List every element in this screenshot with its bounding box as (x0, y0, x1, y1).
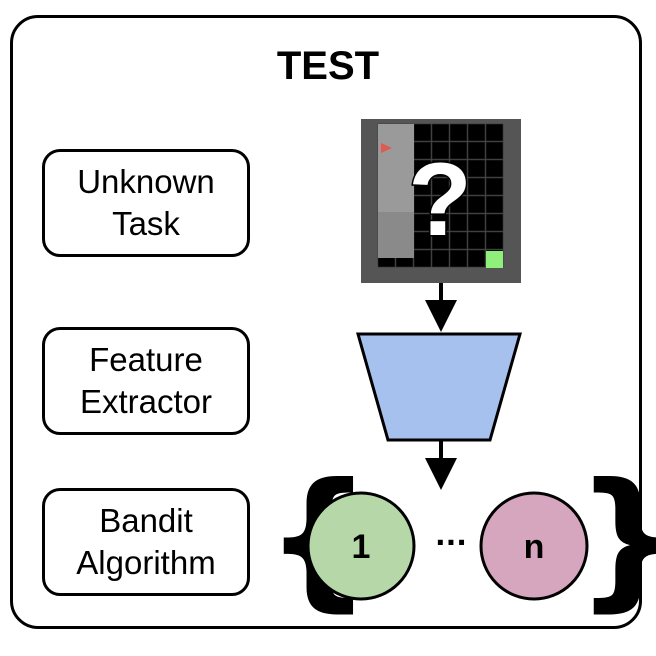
grid-cell (467, 159, 486, 178)
grid-cell (449, 231, 468, 250)
grid-cell (449, 141, 468, 160)
bandit-algorithm-label-line2: Algorithm (76, 544, 216, 581)
gridworld-cells (377, 123, 504, 268)
arms-ellipsis: ··· (435, 526, 467, 559)
grid-cell (467, 123, 486, 142)
grid-cell (431, 141, 450, 160)
arm-1-circle (306, 491, 416, 601)
grid-cell (485, 141, 504, 160)
panel-title: TEST (276, 44, 380, 88)
grid-cell (449, 159, 468, 178)
close-brace: } (575, 452, 656, 626)
grid-cell (485, 177, 504, 196)
arm-n-label: n (524, 528, 545, 566)
question-mark-icon: ? (408, 142, 472, 258)
gridworld-environment-image: ? (361, 119, 521, 283)
grid-cell (485, 231, 504, 250)
grid-cell (431, 123, 450, 142)
unknown-task-label-line1: Unknown (77, 163, 215, 200)
grid-cell (467, 141, 486, 160)
grid-cell (449, 249, 468, 268)
grid-cell (449, 123, 468, 142)
grid-cell (449, 177, 468, 196)
grid-cell (431, 249, 450, 268)
agent-triangle-icon (381, 143, 392, 153)
grid-cell (467, 249, 486, 268)
grid-cell (449, 213, 468, 232)
feature-extractor-label-line1: Feature (89, 341, 203, 378)
grid-cell (431, 213, 450, 232)
grid-cell (413, 249, 432, 268)
grid-cell (431, 231, 450, 250)
unknown-task-box: Unknown Task (42, 149, 250, 257)
grid-cell (467, 177, 486, 196)
gridworld-light-column-base (378, 124, 414, 212)
grid-cell (413, 123, 432, 142)
grid-cell (485, 123, 504, 142)
bandit-algorithm-box: Bandit Algorithm (42, 488, 250, 596)
grid-cell (449, 195, 468, 214)
grid-cell (467, 195, 486, 214)
grid-cell (431, 195, 450, 214)
grid-cell (485, 159, 504, 178)
grid-cell (485, 195, 504, 214)
grid-cell (431, 159, 450, 178)
feature-extractor-box: Feature Extractor (42, 327, 250, 435)
feature-extractor-label-line2: Extractor (79, 383, 213, 420)
grid-cell (431, 177, 450, 196)
grid-cell (467, 213, 486, 232)
arm-1-label: 1 (352, 528, 371, 566)
bandit-algorithm-label-line1: Bandit (99, 502, 193, 539)
feature-extractor-trapezoid (356, 332, 522, 442)
grid-cell (467, 231, 486, 250)
unknown-task-label-line2: Task (112, 205, 180, 242)
grid-cell (485, 213, 504, 232)
arm-n-circle (479, 491, 589, 601)
gridworld-goal-cell (486, 251, 503, 268)
